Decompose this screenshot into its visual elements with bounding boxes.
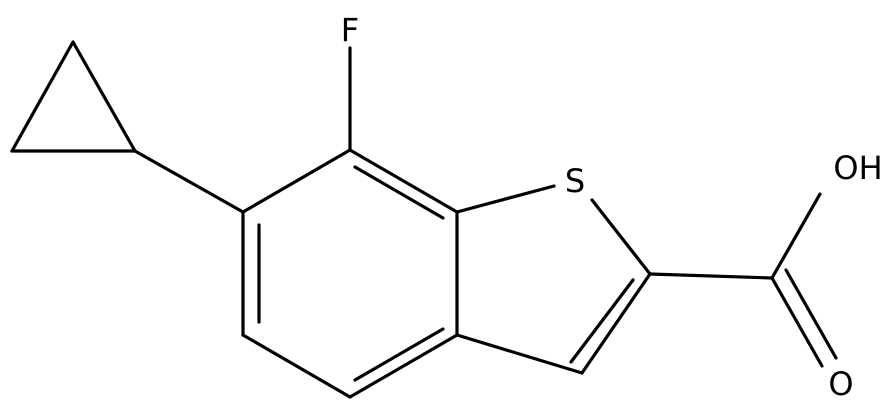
bond-c3-c3a — [455, 333, 584, 375]
bond-c3a-c4 — [348, 333, 459, 399]
bond-cooh-o-b — [784, 268, 838, 360]
bond-cyclopropyl-a — [10, 40, 75, 153]
bond-cyclopropyl-to-ring — [133, 149, 245, 214]
bond-c6-c7 — [241, 148, 352, 214]
bond-c7a-s — [455, 184, 556, 214]
bond-c2-c3 — [580, 272, 652, 375]
bond-cooh-oh — [770, 192, 822, 280]
bond-c2-c3-inner — [569, 278, 635, 364]
bond-s-c2 — [590, 198, 652, 276]
bond-c3a-c4-inner — [353, 327, 445, 382]
bond-cyclopropyl-c — [71, 40, 137, 153]
bond-cooh-o-a — [770, 276, 824, 368]
sulfur-label: S — [565, 162, 585, 200]
fluorine-label: F — [341, 11, 359, 49]
bond-c7-c7a-inner — [353, 165, 445, 220]
bonds — [10, 40, 838, 399]
atom-labels: F S OH O — [341, 11, 883, 403]
carbonyl-oxygen-label: O — [828, 365, 853, 403]
bond-c4-c5 — [241, 333, 352, 399]
bond-c2-cooh — [648, 272, 774, 280]
bond-c7-c7a — [348, 148, 459, 214]
hydroxyl-label: OH — [833, 149, 882, 187]
